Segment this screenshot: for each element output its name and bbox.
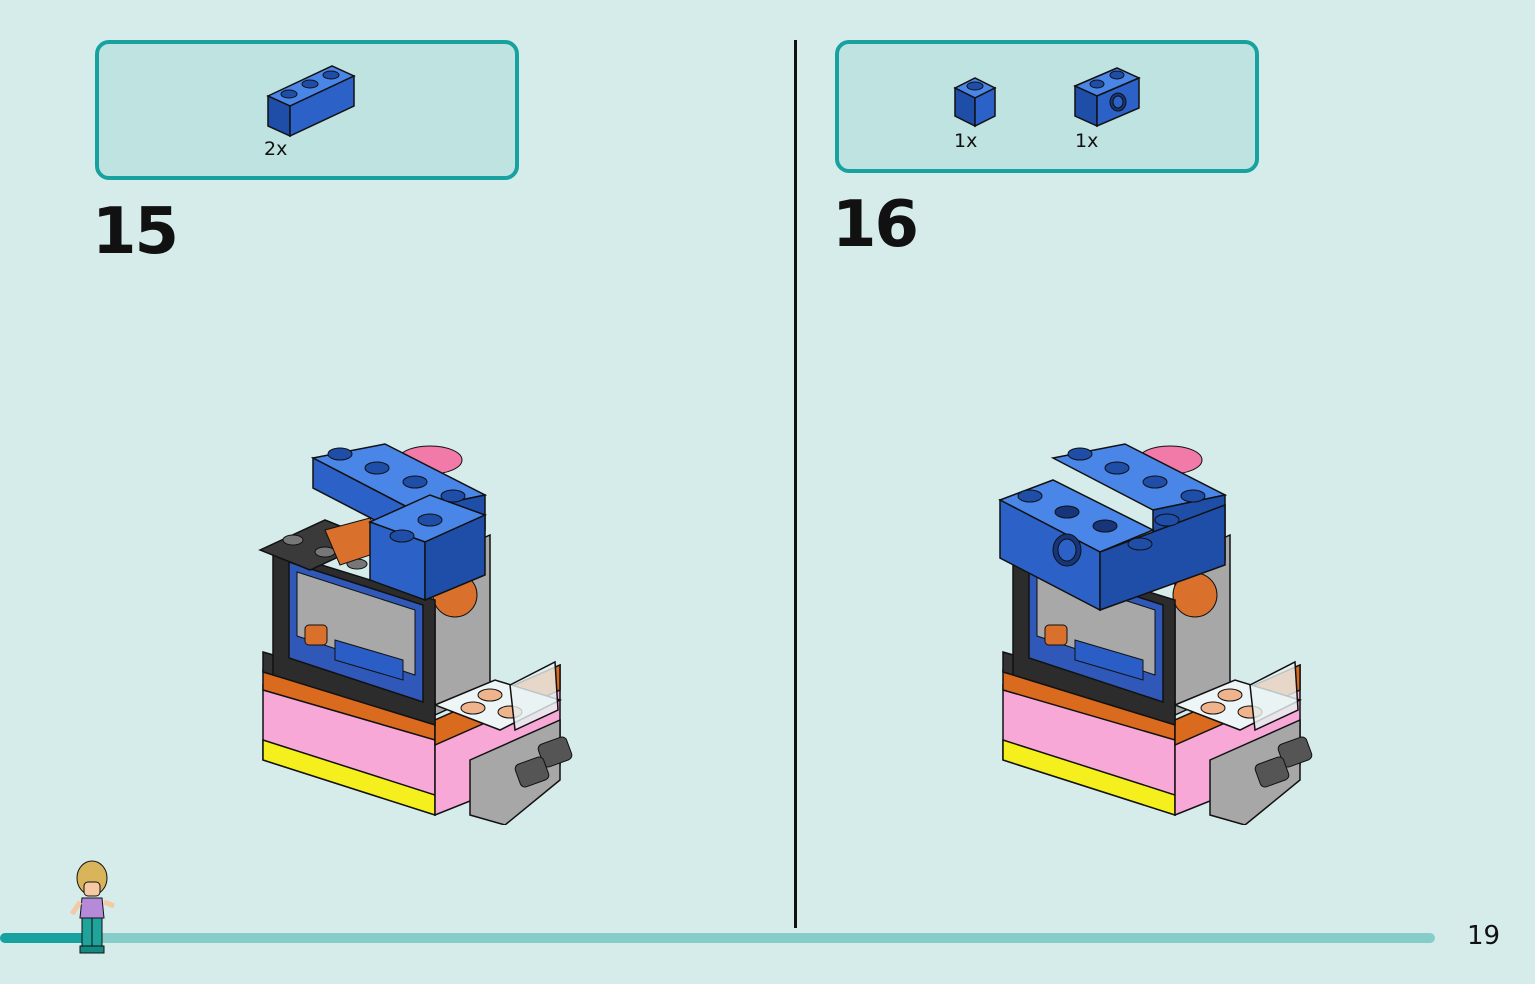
page-number: 19	[1467, 921, 1501, 951]
parts-callout-step-15: 2x	[95, 40, 519, 180]
parts-callout-step-16: 1x 1x	[835, 40, 1259, 173]
part-quantity: 1x	[954, 130, 978, 152]
blue-brick-1x1-icon	[953, 77, 997, 128]
step-number-16: 16	[832, 188, 919, 262]
progress-bar-fill	[0, 933, 86, 943]
step-number-15: 15	[92, 195, 179, 269]
blue-technic-brick-1x2-hole-icon	[1073, 67, 1141, 128]
part-quantity: 2x	[264, 138, 288, 160]
progress-bar-track	[0, 933, 1435, 943]
arcade-machine-model-step-15	[258, 443, 573, 825]
part-quantity: 1x	[1075, 130, 1099, 152]
blue-brick-1x3-icon	[266, 65, 356, 138]
arcade-machine-model-step-16	[998, 443, 1313, 825]
page-divider	[794, 40, 797, 928]
minifigure-icon	[70, 860, 115, 954]
